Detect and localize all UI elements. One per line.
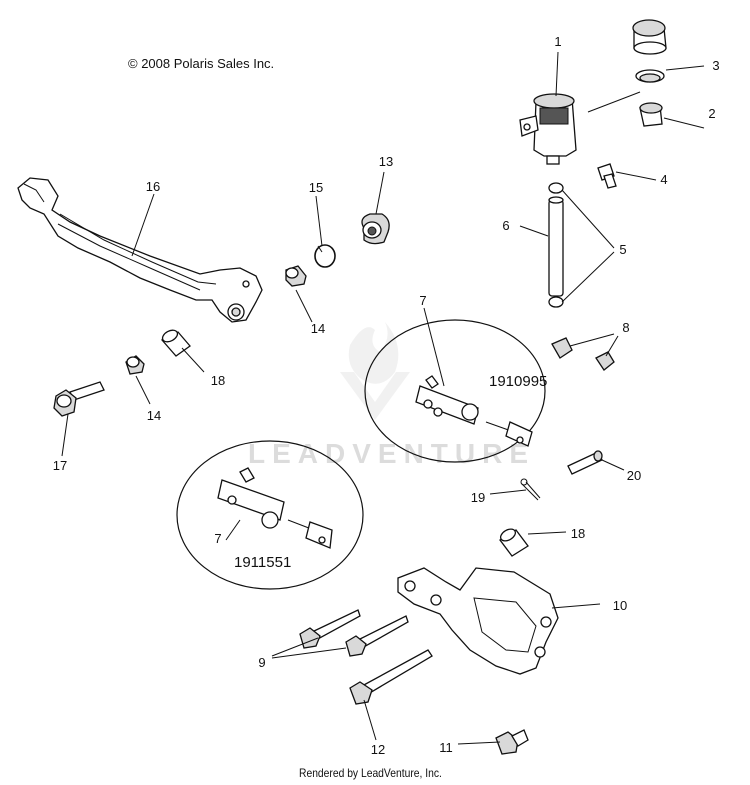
callout-16: 16 bbox=[146, 179, 160, 194]
bolt-9-lower bbox=[345, 615, 409, 657]
callout-1: 1 bbox=[554, 34, 561, 49]
brake-pedal bbox=[17, 177, 263, 323]
callout-7-lower: 7 bbox=[214, 531, 221, 546]
leader-lines bbox=[61, 51, 705, 745]
diaphragm-3 bbox=[635, 69, 665, 83]
callout-13: 13 bbox=[379, 154, 393, 169]
footer-credit: Rendered by LeadVenture, Inc. bbox=[299, 766, 442, 780]
callout-6: 6 bbox=[502, 218, 509, 233]
callout-14-upper: 14 bbox=[311, 321, 325, 336]
callout-15: 15 bbox=[309, 180, 323, 195]
reservoir-cap bbox=[632, 19, 667, 55]
hose-6 bbox=[548, 196, 564, 297]
bolt-11 bbox=[495, 729, 529, 755]
cotter-pin-19 bbox=[520, 478, 541, 501]
sleeve-18-right bbox=[499, 528, 529, 557]
copyright-text: © 2008 Polaris Sales Inc. bbox=[128, 56, 275, 71]
fitting-8-left bbox=[551, 337, 573, 359]
callout-18-left: 18 bbox=[211, 373, 225, 388]
assembly-ellipse-1910995 bbox=[364, 319, 546, 463]
bolt-17 bbox=[53, 381, 105, 417]
callout-17: 17 bbox=[53, 458, 67, 473]
assembly-ellipse-1911551 bbox=[176, 440, 364, 590]
callout-7-upper: 7 bbox=[419, 293, 426, 308]
callout-2: 2 bbox=[708, 106, 715, 121]
callout-10: 10 bbox=[613, 598, 627, 613]
sleeve-18-left bbox=[160, 329, 191, 357]
callout-11: 11 bbox=[439, 740, 453, 755]
callout-3: 3 bbox=[712, 58, 719, 73]
bolt-12 bbox=[349, 649, 433, 705]
bushing-13 bbox=[361, 213, 390, 245]
callout-19: 19 bbox=[471, 490, 485, 505]
watermark-logo bbox=[340, 322, 410, 420]
callout-5: 5 bbox=[619, 242, 626, 257]
pin-20 bbox=[567, 450, 603, 475]
callout-8: 8 bbox=[622, 320, 629, 335]
callout-20: 20 bbox=[627, 468, 641, 483]
master-cylinder-1911551 bbox=[217, 467, 333, 549]
screw-4 bbox=[597, 163, 617, 189]
callout-18-right: 18 bbox=[571, 526, 585, 541]
assembly-part-number-1911551: 1911551 bbox=[234, 554, 292, 571]
plate-2 bbox=[639, 102, 663, 127]
bracket-10 bbox=[397, 567, 559, 675]
clip-15 bbox=[314, 244, 336, 268]
callout-12: 12 bbox=[371, 742, 385, 757]
callout-4: 4 bbox=[660, 172, 667, 187]
reservoir-1 bbox=[519, 93, 577, 165]
callout-14-lower: 14 bbox=[147, 408, 161, 423]
callout-9: 9 bbox=[258, 655, 265, 670]
hose-clamp-5-upper bbox=[548, 182, 564, 194]
hose-clamp-5-lower bbox=[548, 296, 564, 308]
bushing-14-upper bbox=[285, 265, 307, 287]
callout-labels: 1 2 3 4 5 6 7 7 8 9 10 11 12 13 14 14 15… bbox=[53, 34, 720, 757]
bushing-14-lower bbox=[125, 355, 145, 375]
master-cylinder-1910995 bbox=[415, 375, 533, 447]
assembly-part-number-1910995: 1910995 bbox=[489, 373, 548, 390]
fitting-8-right bbox=[595, 351, 615, 371]
